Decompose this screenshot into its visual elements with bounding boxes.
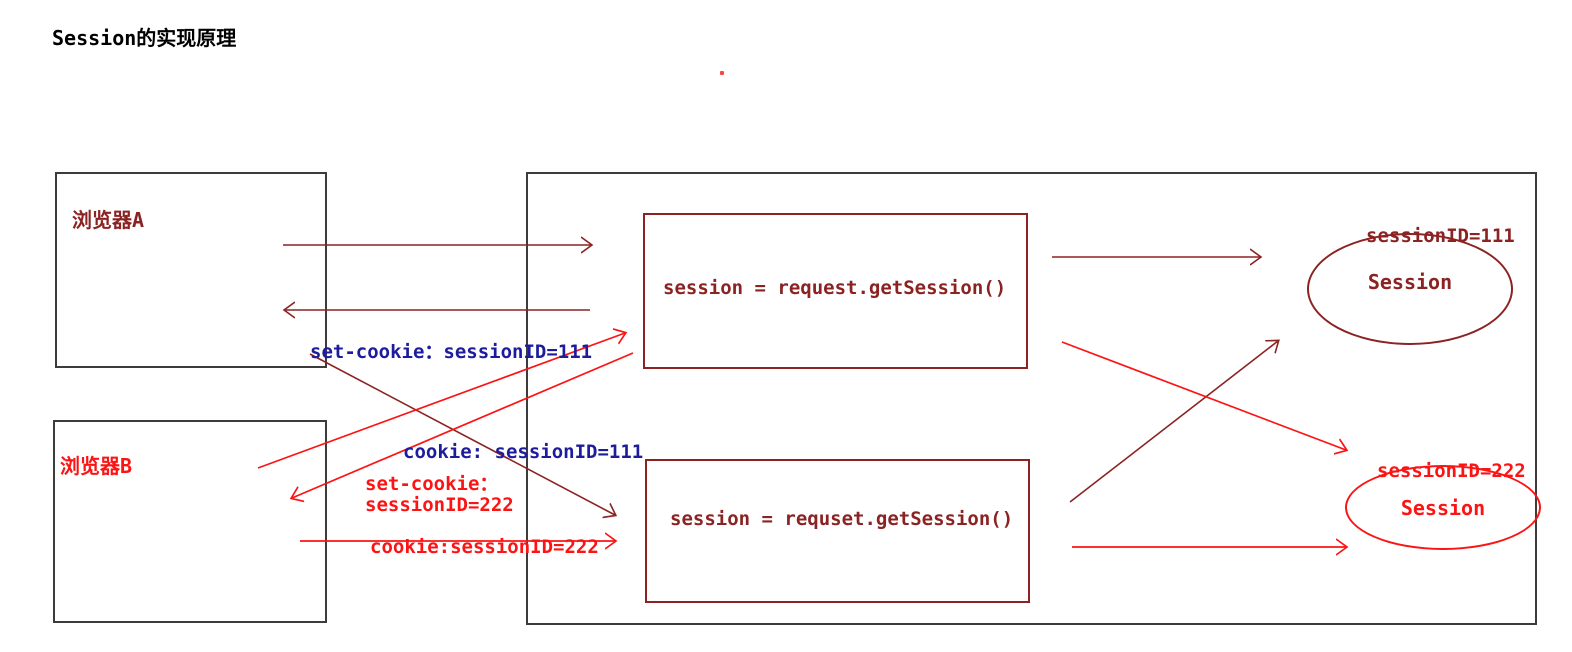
set-cookie-222-line2: sessionID=222: [365, 494, 514, 516]
cookie-222-label: cookie:sessionID=222: [370, 536, 599, 558]
session-ellipse-a: Session: [1307, 233, 1513, 345]
code-text-request-getsession: session = request.getSession(): [663, 277, 1007, 299]
browser-a-box: [55, 172, 327, 368]
session-id-111-label: sessionID=111: [1366, 225, 1515, 247]
cookie-111-label: cookie: sessionID=111: [403, 441, 644, 463]
session-b-label: Session: [1400, 495, 1486, 520]
code-box-request-getsession: [643, 213, 1028, 369]
browser-b-box: [53, 420, 327, 623]
code-box-requset-getsession: [645, 459, 1030, 603]
red-speck: [720, 71, 724, 75]
session-ellipse-b: Session: [1345, 465, 1541, 550]
browser-b-label: 浏览器B: [60, 454, 133, 478]
session-id-222-label: sessionID=222: [1377, 460, 1526, 482]
browser-a-label: 浏览器A: [72, 208, 145, 232]
page-title: Session的实现原理: [52, 26, 237, 50]
session-a-label: Session: [1367, 270, 1453, 294]
set-cookie-222-line1: set-cookie：: [365, 473, 499, 495]
set-cookie-222-label: set-cookie： sessionID=222: [365, 475, 514, 515]
set-cookie-111-label: set-cookie：sessionID=111: [310, 341, 593, 363]
code-text-requset-getsession: session = requset.getSession(): [670, 508, 1014, 530]
